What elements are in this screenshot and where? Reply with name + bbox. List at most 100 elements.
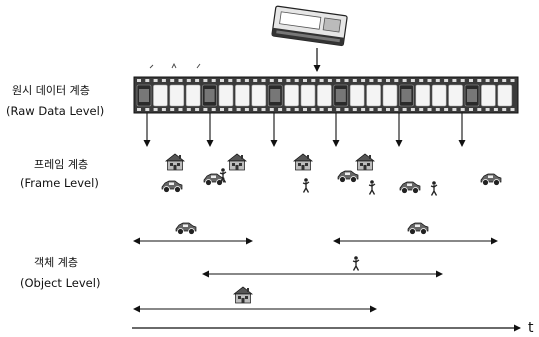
film-frame (301, 85, 315, 106)
sprocket-hole (228, 79, 232, 82)
keyframe-shading (336, 89, 346, 102)
raw-level-subtitle: (Raw Data Level) (6, 104, 104, 118)
sprocket-hole (378, 79, 382, 82)
object-tracks (134, 223, 497, 309)
sprocket-hole (220, 108, 224, 111)
person-icon (369, 180, 375, 194)
house-icon (294, 154, 312, 170)
sprocket-hole (154, 108, 158, 111)
film-frame (449, 85, 463, 106)
film-frame (235, 85, 249, 106)
film-frame (432, 85, 446, 106)
frame-level-subtitle: (Frame Level) (20, 176, 99, 190)
frame-level-frame (481, 174, 501, 186)
film-frame (170, 85, 184, 106)
sprocket-hole (428, 108, 432, 111)
sprocket-hole (212, 108, 216, 111)
sprocket-hole (245, 79, 249, 82)
film-frame (481, 85, 495, 106)
frame-level-frame (338, 154, 375, 195)
sprocket-hole (303, 108, 307, 111)
tick-marks (150, 64, 200, 68)
sprocket-hole (494, 108, 498, 111)
sprocket-hole (436, 108, 440, 111)
sprocket-hole (411, 108, 415, 111)
keyframe-shading (467, 89, 477, 102)
raw-level-title: 원시 데이터 계층 (12, 84, 90, 98)
sprocket-hole (469, 79, 473, 82)
time-axis-label: t (528, 320, 534, 336)
keyframe-shading (205, 89, 215, 102)
sprocket-hole (461, 79, 465, 82)
sprocket-hole (270, 79, 274, 82)
sprocket-hole (203, 79, 207, 82)
frame-level-frame (400, 181, 437, 195)
sprocket-hole (320, 108, 324, 111)
frame-sampling-arrows (147, 113, 462, 146)
sprocket-hole (328, 108, 332, 111)
film-frame (416, 85, 430, 106)
sprocket-hole (452, 79, 456, 82)
sprocket-hole (286, 108, 290, 111)
sprocket-hole (469, 108, 473, 111)
object-track-house (134, 287, 376, 309)
sprocket-hole (419, 108, 423, 111)
sprocket-hole (170, 79, 174, 82)
car-icon (481, 174, 501, 186)
film-frame (219, 85, 233, 106)
sprocket-hole (262, 79, 266, 82)
sprocket-hole (237, 79, 241, 82)
sprocket-hole (444, 108, 448, 111)
person-icon (353, 256, 359, 270)
sprocket-hole (162, 108, 166, 111)
sprocket-hole (220, 79, 224, 82)
sprocket-hole (212, 79, 216, 82)
sprocket-hole (353, 79, 357, 82)
sprocket-hole (394, 79, 398, 82)
film-frame (350, 85, 364, 106)
sprocket-hole (137, 108, 141, 111)
frame-level-frame (204, 154, 246, 186)
sprocket-hole (137, 79, 141, 82)
frame-level-objects (162, 154, 501, 196)
sprocket-hole (228, 108, 232, 111)
sprocket-hole (253, 108, 257, 111)
frame-level-title: 프레임 계층 (34, 158, 88, 172)
sprocket-hole (187, 108, 191, 111)
sprocket-hole (311, 108, 315, 111)
house-icon (228, 154, 246, 170)
video-tape-icon (272, 6, 347, 46)
sprocket-hole (336, 108, 340, 111)
object-track-car (334, 223, 497, 241)
sprocket-hole (511, 79, 515, 82)
sprocket-hole (361, 79, 365, 82)
car-icon (204, 174, 224, 186)
sprocket-hole (162, 79, 166, 82)
sprocket-hole (394, 108, 398, 111)
car-icon (338, 171, 358, 183)
object-level-title: 객체 계층 (34, 256, 78, 270)
film-frame (153, 85, 167, 106)
sprocket-hole (262, 108, 266, 111)
sprocket-hole (187, 79, 191, 82)
sprocket-hole (511, 108, 515, 111)
sprocket-hole (179, 79, 183, 82)
film-frame (285, 85, 299, 106)
car-icon (162, 181, 182, 193)
sprocket-hole (461, 108, 465, 111)
sprocket-hole (502, 108, 506, 111)
house-icon (356, 154, 374, 170)
sprocket-hole (237, 108, 241, 111)
sprocket-hole (286, 79, 290, 82)
sprocket-hole (311, 79, 315, 82)
sprocket-hole (278, 108, 282, 111)
sprocket-hole (452, 108, 456, 111)
sprocket-hole (203, 108, 207, 111)
sprocket-hole (253, 79, 257, 82)
sprocket-hole (378, 108, 382, 111)
sprocket-hole (170, 108, 174, 111)
keyframe-shading (270, 89, 280, 102)
sprocket-hole (494, 79, 498, 82)
sprocket-hole (403, 79, 407, 82)
sprocket-hole (386, 108, 390, 111)
